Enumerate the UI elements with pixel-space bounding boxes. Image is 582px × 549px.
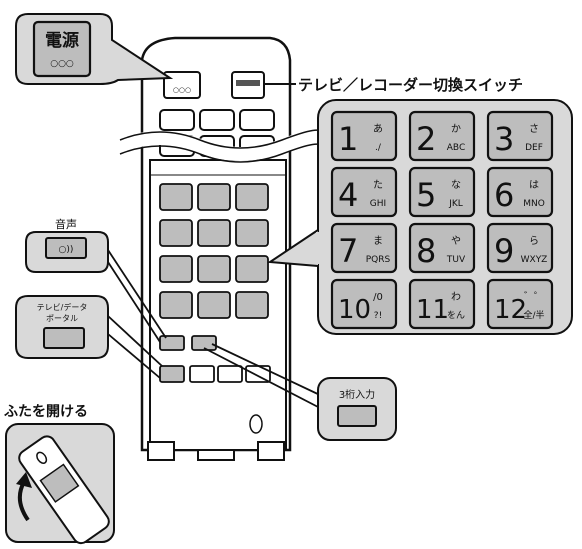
- power-callout: 電源 ○○○: [15, 13, 174, 85]
- number-key-letters: ?!: [374, 311, 382, 321]
- number-key-digit: 2: [416, 120, 436, 158]
- power-button-dots: ○○○: [50, 59, 74, 69]
- number-key-digit: 10: [338, 295, 371, 325]
- number-key-letters: GHI: [370, 199, 386, 209]
- number-key-10[interactable]: 10/0?!: [330, 278, 398, 330]
- number-key-kana: や: [451, 235, 461, 247]
- number-key-digit: 9: [494, 232, 514, 270]
- audio-button[interactable]: [45, 237, 87, 259]
- number-key-kana: は: [529, 179, 539, 191]
- number-key-kana: ま: [373, 235, 383, 247]
- number-key-3[interactable]: 3 さ DEF: [486, 110, 554, 162]
- number-key-digit: 3: [494, 120, 514, 158]
- number-key-digit: 6: [494, 176, 514, 214]
- number-key-9[interactable]: 9 ら WXYZ: [486, 222, 554, 274]
- number-pad: 1 あ ./ 2 か ABC 3 さ DEF 4 た GHI 5 な JKL 6 は MNO 7 ま PQRS 8 や TUV…: [330, 110, 554, 330]
- audio-button-symbol: ○)): [59, 245, 74, 255]
- number-key-digit: 5: [416, 176, 436, 214]
- number-key-letters: MNO: [523, 199, 545, 209]
- number-key-8[interactable]: 8 や TUV: [408, 222, 476, 274]
- number-key-digit: 8: [416, 232, 436, 270]
- three-digit-button[interactable]: [337, 405, 377, 427]
- number-key-7[interactable]: 7 ま PQRS: [330, 222, 398, 274]
- number-key-digit: 12: [494, 295, 527, 325]
- number-key-digit: 1: [338, 120, 358, 158]
- number-key-letters: WXYZ: [521, 255, 548, 265]
- three-digit-callout: 3桁入力: [203, 343, 397, 441]
- power-button[interactable]: [32, 20, 92, 78]
- audio-button-label: 音声: [55, 217, 77, 231]
- remote-power-button[interactable]: [163, 71, 201, 99]
- number-key-kana: た: [373, 179, 383, 191]
- open-lid-callout: ふたを開ける: [4, 404, 115, 545]
- number-key-digit: 7: [338, 232, 358, 270]
- data-portal-callout: テレビ/データ ポータル: [15, 295, 163, 379]
- number-key-kana: か: [451, 123, 461, 135]
- three-digit-label: 3桁入力: [339, 388, 375, 401]
- number-key-6[interactable]: 6 は MNO: [486, 166, 554, 218]
- number-key-kana: あ: [373, 123, 383, 135]
- number-key-letters: ABC: [447, 143, 465, 153]
- number-key-letters: TUV: [446, 255, 466, 265]
- remote-break-wave: [117, 129, 328, 161]
- power-button-label: 電源: [45, 30, 79, 51]
- data-portal-label-line1: テレビ/データ: [37, 302, 88, 312]
- number-key-kana: さ: [529, 123, 539, 135]
- number-key-1[interactable]: 1 あ ./: [330, 110, 398, 162]
- number-key-letters: をん: [447, 310, 465, 321]
- number-key-5[interactable]: 5 な JKL: [408, 166, 476, 218]
- tv-recorder-switch-label: テレビ／レコーダー切換スイッチ: [298, 76, 523, 94]
- number-key-letters: 全/半: [523, 309, 544, 321]
- number-key-kana: ゛゜: [524, 291, 544, 303]
- remote-number-grid: [159, 183, 269, 319]
- audio-callout: 音声 ○)): [25, 217, 167, 343]
- data-portal-label-line2: ポータル: [46, 314, 78, 323]
- number-key-letters: ./: [375, 143, 382, 153]
- open-lid-label: ふたを開ける: [4, 404, 88, 420]
- number-key-letters: DEF: [525, 143, 543, 153]
- number-key-2[interactable]: 2 か ABC: [408, 110, 476, 162]
- number-key-letters: JKL: [448, 199, 463, 209]
- remote-lid-illustration: [18, 435, 110, 545]
- svg-text:○○○: ○○○: [173, 86, 191, 94]
- number-key-digit: 4: [338, 176, 358, 214]
- number-key-digit: 11: [416, 295, 449, 325]
- remote-body: ○○○: [117, 36, 328, 461]
- tv-data-portal-button[interactable]: [43, 327, 85, 349]
- number-key-12[interactable]: 12゛゜全/半: [486, 278, 554, 330]
- number-key-letters: PQRS: [366, 255, 391, 265]
- remote-small-buttons: [159, 335, 271, 383]
- number-key-kana: ら: [529, 235, 539, 247]
- number-key-kana: /0: [373, 292, 383, 303]
- number-key-kana: わ: [451, 291, 461, 303]
- number-key-kana: な: [451, 179, 461, 191]
- number-key-4[interactable]: 4 た GHI: [330, 166, 398, 218]
